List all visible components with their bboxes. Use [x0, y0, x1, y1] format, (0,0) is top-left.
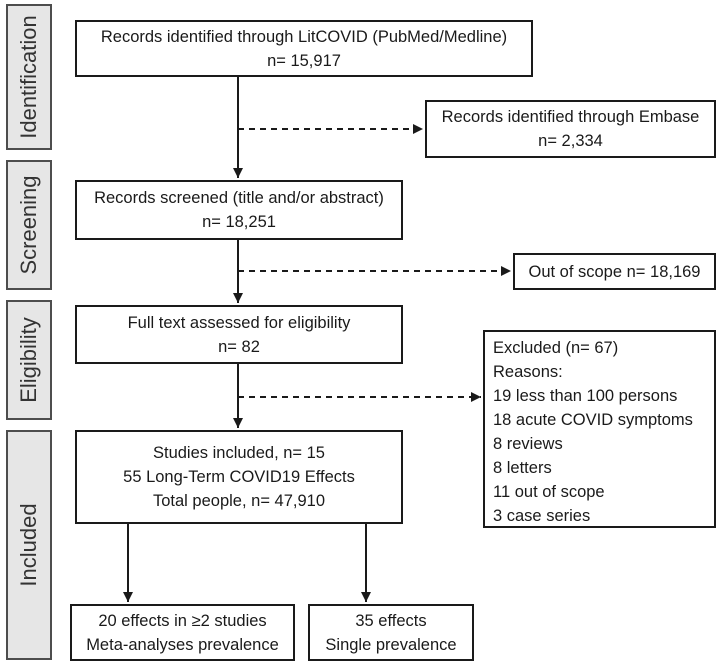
phase-label-screening: Screening [6, 160, 52, 290]
meta-effects: 20 effects in ≥2 studies [98, 611, 267, 630]
phase-label-included: Included [6, 430, 52, 660]
box-full-text-assessed: Full text assessed for eligibility n= 82 [75, 305, 403, 364]
box-out-of-scope: Out of scope n= 18,169 [513, 253, 716, 290]
box-records-screened: Records screened (title and/or abstract)… [75, 180, 403, 240]
excluded-reasons-label: Reasons: [493, 363, 563, 381]
screened-count: n= 18,251 [202, 213, 276, 231]
box-litcovid-records: Records identified through LitCOVID (Pub… [75, 20, 533, 77]
litcovid-count: n= 15,917 [267, 51, 341, 70]
full-text-count: n= 82 [218, 337, 260, 356]
excluded-reason: 18 acute COVID symptoms [493, 411, 693, 429]
included-people: Total people, n= 47,910 [152, 492, 326, 510]
box-embase-records: Records identified through Embase n= 2,3… [425, 100, 716, 158]
out-of-scope-label: Out of scope n= 18,169 [528, 262, 701, 281]
included-effects: 55 Long-Term COVID19 Effects [123, 468, 355, 486]
embase-count: n= 2,334 [538, 132, 603, 150]
litcovid-label: Records identified through LitCOVID (Pub… [100, 27, 508, 46]
single-effects: 35 effects [355, 611, 427, 630]
full-text-label: Full text assessed for eligibility [127, 313, 351, 332]
excluded-title: Excluded (n= 67) [493, 339, 619, 357]
meta-label: Meta-analyses prevalence [86, 635, 279, 654]
box-excluded: Excluded (n= 67) Reasons: 19 less than 1… [483, 330, 716, 528]
excluded-reason: 8 letters [493, 459, 552, 477]
box-meta-analyses: 20 effects in ≥2 studies Meta-analyses p… [70, 604, 295, 661]
embase-label: Records identified through Embase [441, 108, 700, 126]
single-label: Single prevalence [325, 635, 457, 654]
excluded-reason: 19 less than 100 persons [493, 387, 678, 405]
excluded-reason: 8 reviews [493, 435, 563, 453]
box-single-prevalence: 35 effects Single prevalence [308, 604, 474, 661]
screened-label: Records screened (title and/or abstract) [94, 189, 384, 207]
excluded-reason: 11 out of scope [493, 483, 605, 501]
excluded-reason: 3 case series [493, 507, 591, 525]
phase-label-identification: Identification [6, 4, 52, 150]
box-studies-included: Studies included, n= 15 55 Long-Term COV… [75, 430, 403, 524]
phase-label-eligibility: Eligibility [6, 300, 52, 420]
included-studies: Studies included, n= 15 [152, 444, 325, 462]
